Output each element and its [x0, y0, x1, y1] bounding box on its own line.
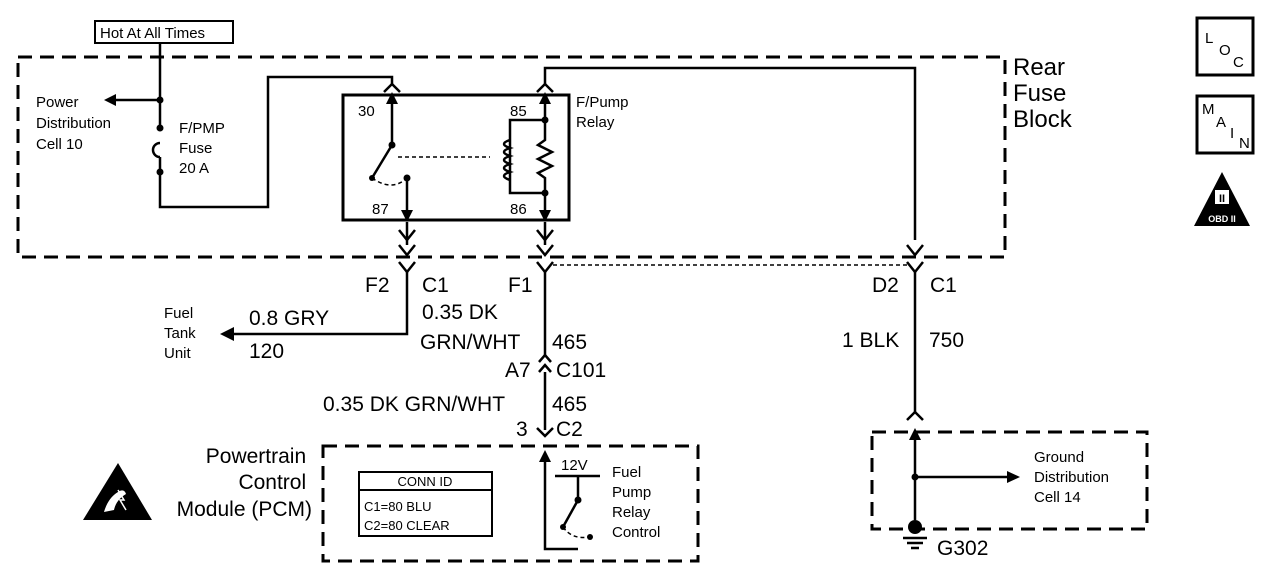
pcm-switch-ground	[587, 534, 593, 540]
c1-left-label: C1	[422, 274, 449, 297]
pcm-switch-arm	[561, 499, 580, 528]
ground-distribution-label: Ground Distribution Cell 14	[1034, 449, 1113, 506]
svg-text:L: L	[1205, 30, 1213, 47]
fuse-symbol	[151, 141, 161, 159]
power-distribution-arrow	[104, 94, 116, 106]
c2-connector	[536, 427, 554, 438]
ground-eyelet	[908, 520, 922, 534]
d2-connector	[906, 261, 924, 275]
d2-block-connector	[906, 244, 924, 258]
dkgrn-size: 0.35 DK	[422, 301, 498, 324]
d2-label: D2	[872, 274, 899, 297]
dkgrn-full: 0.35 DK GRN/WHT	[323, 393, 505, 416]
svg-text:I: I	[1230, 125, 1234, 142]
ground-distribution-arrow	[1007, 471, 1020, 483]
dkgrn-circuit: 465	[552, 331, 587, 354]
pcm-switch-travel	[562, 526, 591, 539]
rear-fuse-block-boundary	[16, 55, 1007, 259]
ground-connector	[906, 410, 924, 421]
relay-label: F/Pump Relay	[576, 94, 633, 131]
pcm-voltage: 12V	[561, 457, 588, 474]
pin-86-label: 86	[510, 201, 527, 218]
pcm-control-path	[543, 455, 578, 551]
hot-at-all-times-box	[94, 20, 234, 44]
f2-connector	[398, 261, 416, 275]
svg-text:N: N	[1239, 135, 1250, 152]
f1-label: F1	[508, 274, 533, 297]
coil-bottom-splice	[541, 189, 549, 197]
c2-label: C2	[556, 418, 583, 441]
pin86-block-connector	[536, 229, 554, 258]
svg-text:II: II	[1219, 193, 1225, 205]
pin-85-label: 85	[510, 103, 527, 120]
ground-input-arrow	[909, 428, 921, 440]
main-icon[interactable]: M A I N	[1195, 94, 1255, 155]
ground-symbol	[903, 536, 927, 550]
conn-id-title: CONN ID	[398, 474, 453, 489]
c101-connector	[538, 353, 552, 373]
pin85-arrow	[539, 92, 551, 104]
gry-circuit: 120	[249, 340, 284, 363]
dkgrn-circuit-2: 465	[552, 393, 587, 416]
svg-text:C: C	[1233, 54, 1244, 71]
power-distribution-label: Power Distribution Cell 10	[36, 94, 115, 153]
f2-label: F2	[365, 274, 390, 297]
relay-coil	[502, 138, 514, 182]
svg-text:M: M	[1202, 101, 1215, 118]
pin-30-label: 30	[358, 103, 375, 120]
fuse-to-relay-wire	[158, 75, 394, 209]
pin87-arrow	[401, 210, 413, 222]
switch-travel	[371, 177, 408, 186]
svg-text:O: O	[1219, 42, 1231, 59]
relay-switch-arm	[370, 144, 394, 179]
fuel-tank-arrow	[220, 327, 234, 341]
pin87-block-connector	[398, 229, 416, 258]
hot-at-all-times-label: Hot At All Times	[100, 25, 205, 42]
blk-wire-size: 1 BLK	[842, 329, 899, 352]
pcm-boundary	[321, 444, 700, 563]
pcm-label: Powertrain Control Module (PCM)	[177, 445, 312, 521]
c1-right-label: C1	[930, 274, 957, 297]
pin85-ground-wire	[543, 66, 917, 240]
ground-distribution-boundary	[870, 430, 1149, 531]
a7-label: A7	[505, 359, 531, 382]
ground-id: G302	[937, 537, 988, 560]
fuel-tank-wire	[230, 272, 409, 336]
pin30-arrow	[386, 92, 398, 104]
dkgrn-color: GRN/WHT	[420, 331, 520, 354]
relay-resistor	[535, 120, 555, 193]
conn-row-c2: C2=80 CLEAR	[364, 518, 450, 533]
f1-connector	[536, 261, 554, 275]
location-icon[interactable]: L O C	[1195, 16, 1255, 77]
fpump-relay-box	[341, 93, 571, 222]
coil-top-splice	[541, 116, 549, 124]
c101-label: C101	[556, 359, 606, 382]
relay-control-label: Fuel Pump Relay Control	[612, 464, 660, 541]
svg-text:OBD II: OBD II	[1208, 214, 1236, 224]
pin-87-label: 87	[372, 201, 389, 218]
svg-text:A: A	[1216, 114, 1226, 131]
conn-row-c1: C1=80 BLU	[364, 499, 432, 514]
pin30-connector	[383, 82, 401, 93]
esd-sensitive-icon	[83, 463, 152, 520]
rear-fuse-block-label: Rear Fuse Block	[1013, 54, 1073, 133]
fuse-label: F/PMP Fuse 20 A	[179, 120, 229, 177]
pin-3-label: 3	[516, 418, 528, 441]
blk-circuit: 750	[929, 329, 964, 352]
conn-id-table	[358, 471, 493, 537]
fuse-top-dot	[156, 124, 164, 132]
pin85-connector	[536, 82, 554, 93]
pin86-arrow	[539, 210, 551, 222]
gry-wire-size: 0.8 GRY	[249, 307, 329, 330]
fuel-tank-label: Fuel Tank Unit	[164, 305, 200, 362]
obd-ii-icon[interactable]: II OBD II	[1194, 172, 1250, 226]
